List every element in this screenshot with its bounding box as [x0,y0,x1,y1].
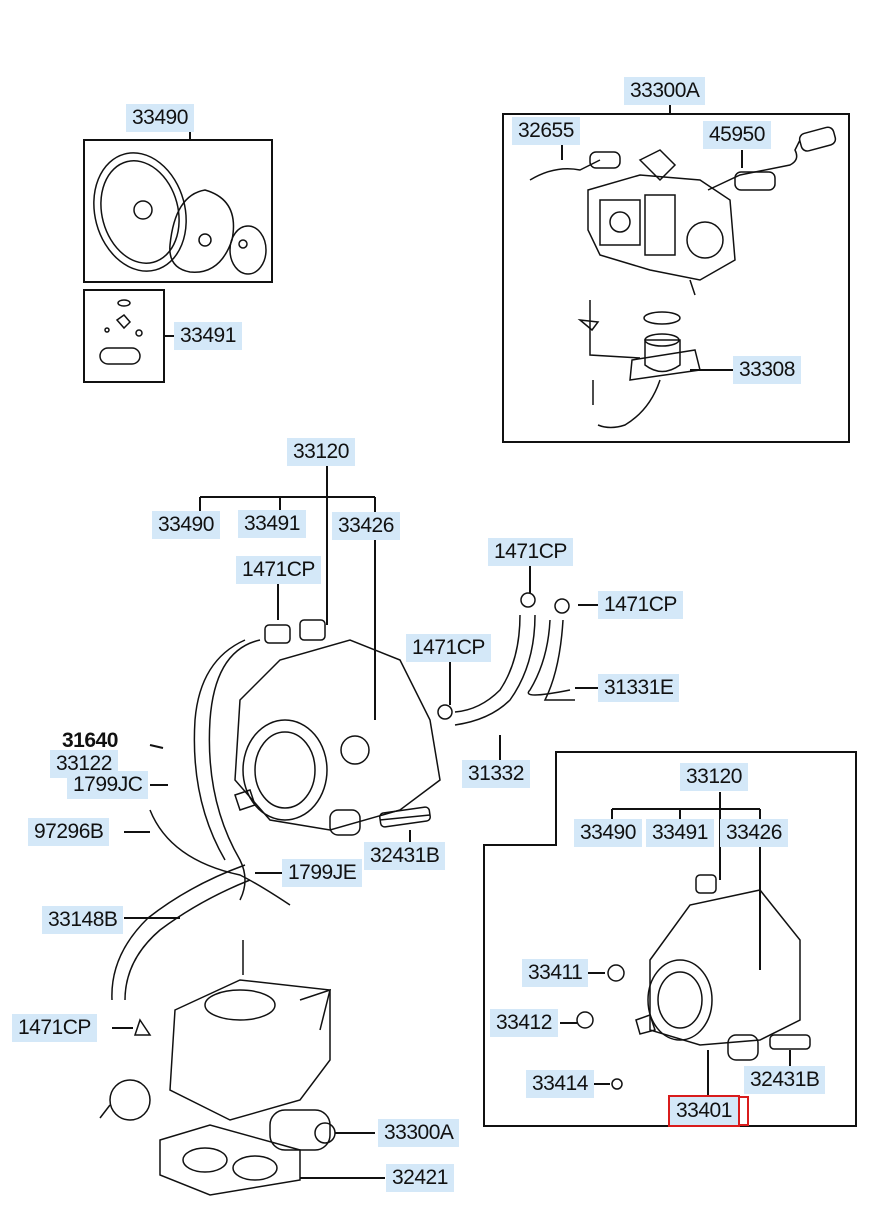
vaporizer-drawing [149,619,441,906]
callout-1471cp-d[interactable]: 1471CP [406,634,491,662]
callout-33411[interactable]: 33411 [522,959,589,987]
callout-33120-main[interactable]: 33120 [287,438,355,466]
throttle-body-drawing [529,126,837,296]
callout-33414[interactable]: 33414 [526,1070,594,1098]
callout-1471cp-e[interactable]: 1471CP [12,1014,97,1042]
callout-33148b[interactable]: 33148B [42,906,124,934]
diaphragm-kit-box [83,139,273,283]
idle-actuator-drawing [577,300,701,429]
hose-33148b-drawing [111,864,251,1001]
callout-33426-main[interactable]: 33426 [332,512,400,540]
gasket-drawing [99,299,143,365]
diaphragm-drawing [93,152,267,275]
callout-31332[interactable]: 31332 [462,760,530,788]
callout-97296b[interactable]: 97296B [28,818,110,846]
callout-1471cp-c[interactable]: 1471CP [598,591,683,619]
callout-33491-top[interactable]: 33491 [174,322,242,350]
callout-33120-inset[interactable]: 33120 [680,763,748,791]
mixer-assembly-drawing [99,940,336,1196]
throttle-inset-box [502,113,850,443]
callout-33426-inset[interactable]: 33426 [720,819,788,847]
callout-33491-inset[interactable]: 33491 [646,819,714,847]
callout-33308[interactable]: 33308 [733,356,801,384]
callout-33300a-bottom[interactable]: 33300A [378,1119,460,1147]
callout-32421[interactable]: 32421 [386,1164,454,1192]
gasket-kit-box [83,289,165,383]
callout-45950[interactable]: 45950 [703,121,771,149]
callout-33412[interactable]: 33412 [490,1009,558,1037]
coolant-hoses-drawing [437,592,575,726]
vaporizer-inset-drawing [576,874,811,1090]
callout-32655[interactable]: 32655 [512,117,580,145]
callout-33401-selected[interactable]: 33401 [668,1095,740,1127]
vaporizer-inset-box [483,751,857,1127]
callout-1471cp-a[interactable]: 1471CP [236,556,321,584]
callout-32431b-inset[interactable]: 32431B [744,1066,826,1094]
callout-33490-main[interactable]: 33490 [152,511,220,539]
callout-31331e[interactable]: 31331E [598,674,680,702]
callout-33490-top[interactable]: 33490 [126,104,194,132]
callout-1799jc[interactable]: 1799JC [67,771,149,799]
callout-1799je[interactable]: 1799JE [282,859,363,887]
callout-33490-inset[interactable]: 33490 [574,819,642,847]
callout-1471cp-b[interactable]: 1471CP [488,538,573,566]
callout-33491-main[interactable]: 33491 [238,510,306,538]
callout-32431b-main[interactable]: 32431B [364,842,446,870]
callout-33300a-top[interactable]: 33300A [624,77,706,105]
